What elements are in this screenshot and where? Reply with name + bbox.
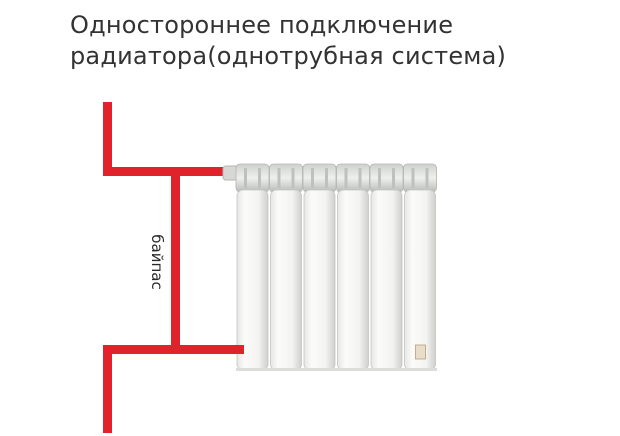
radiator-section-fin: [344, 168, 348, 188]
bypass-pipe: [171, 167, 180, 354]
radiator-bottom-edge: [236, 368, 437, 371]
radiator-section: [303, 189, 336, 371]
title-line-1: Одностороннее подключение: [70, 11, 454, 39]
bypass-label: байпас: [148, 234, 166, 289]
radiator-section-fin: [358, 168, 362, 188]
pipe-network: [103, 102, 244, 433]
radiator-section-top: [302, 163, 337, 193]
radiator-section: [404, 189, 436, 371]
radiator-section-fin: [425, 168, 429, 188]
outlet-connector: [236, 345, 244, 354]
diagram-title: Одностороннее подключение радиатора(одно…: [70, 10, 610, 72]
radiator-section-fin: [411, 168, 415, 188]
radiator-section-top: [369, 163, 404, 193]
radiator: [222, 163, 437, 371]
radiator-section-top: [336, 163, 370, 193]
radiator-section-fin: [291, 168, 295, 188]
radiator-section-fin: [277, 168, 281, 188]
radiator-section-top: [269, 163, 303, 193]
radiator-section-fin: [378, 168, 381, 188]
radiator-section-fin: [258, 168, 261, 188]
radiator-section-top: [235, 163, 270, 193]
title-line-2: радиатора(однотрубная система): [70, 42, 507, 70]
radiator-section-top: [403, 163, 437, 193]
supply-riser: [103, 102, 112, 176]
return-pipe: [103, 345, 244, 354]
return-riser: [103, 345, 112, 433]
radiator-section: [337, 189, 369, 371]
radiator-section-fin: [325, 168, 328, 188]
radiator-section: [270, 189, 302, 371]
supply-pipe: [103, 167, 227, 176]
radiator-section: [236, 189, 269, 371]
radiator-section-fin: [311, 168, 314, 188]
radiator-section: [370, 189, 403, 371]
radiator-section-fin: [244, 168, 247, 188]
radiator-tag: [415, 344, 426, 360]
radiator-section-fin: [392, 168, 395, 188]
